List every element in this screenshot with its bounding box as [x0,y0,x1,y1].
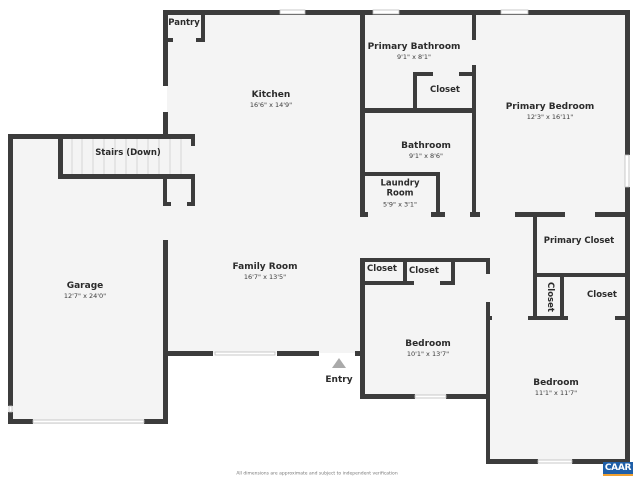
floor-areas [12,14,627,461]
room-label-closet-1: Closet [367,264,397,275]
room-name: Family Room [232,262,298,273]
room-dimensions: 10'1" x 13'7" [406,350,450,359]
room-label-closet-vertical: Closet [544,282,555,312]
room-label-primary-bathroom: Primary Bathroom 9'1" x 8'1" [368,42,461,62]
room-name: Pantry [168,18,200,29]
room-dimensions: 16'7" x 13'5" [243,273,287,282]
room-dimensions: 9'1" x 8'6" [408,152,444,161]
stairs-treads [71,139,182,175]
room-label-pantry: Pantry [168,18,200,29]
room-name-line2: Room [386,188,414,199]
room-name: Closet [430,85,460,96]
room-label-closet-3: Closet [587,290,617,301]
room-label-closet-primary-bath: Closet [430,85,460,96]
room-label-bedroom-1: Bedroom 10'1" x 13'7" [405,339,451,359]
room-label-laundry: Laundry Room 5'9" x 3'1" [380,178,420,209]
room-dimensions: 11'1" x 11'7" [534,389,578,398]
room-name: Closet [587,290,617,301]
room-name: Closet [544,282,555,312]
room-label-primary-bedroom: Primary Bedroom 12'3" x 16'11" [506,102,595,122]
room-label-bedroom-2: Bedroom 11'1" x 11'7" [533,378,579,398]
room-name-line1: Laundry [380,178,420,189]
room-name: Bedroom [533,378,579,389]
room-label-primary-closet: Primary Closet [543,236,615,247]
room-name: Primary Bedroom [505,102,595,113]
room-name: Closet [409,266,439,277]
room-dimensions: 12'3" x 16'11" [526,113,574,122]
room-name: Stairs (Down) [95,148,161,159]
entry-label: Entry [325,375,353,385]
room-label-closet-2: Closet [409,266,439,277]
room-name: Closet [367,264,397,275]
room-name: Primary Bathroom [367,42,461,53]
room-name: Bedroom [405,339,451,350]
room-dimensions: 9'1" x 8'1" [396,53,432,62]
room-dimensions: 12'7" x 24'0" [63,292,107,301]
caar-logo: CAAR [603,462,633,476]
room-name: Garage [66,281,104,292]
room-name: Bathroom [401,141,451,152]
disclaimer-text: All dimensions are approximate and subje… [236,471,398,477]
entry-arrow-icon [332,358,346,368]
room-label-stairs: Stairs (Down) [95,148,161,159]
windows [8,9,630,464]
room-label-kitchen: Kitchen 16'6" x 14'9" [250,90,292,110]
room-dimensions: 5'9" x 3'1" [382,200,418,209]
room-label-bathroom: Bathroom 9'1" x 8'6" [401,141,451,161]
room-name: Primary Closet [543,236,615,247]
room-label-family-room: Family Room 16'7" x 13'5" [233,262,298,282]
room-label-garage: Garage 12'7" x 24'0" [64,281,106,301]
room-name: Kitchen [251,90,291,101]
room-dimensions: 16'6" x 14'9" [249,101,293,110]
